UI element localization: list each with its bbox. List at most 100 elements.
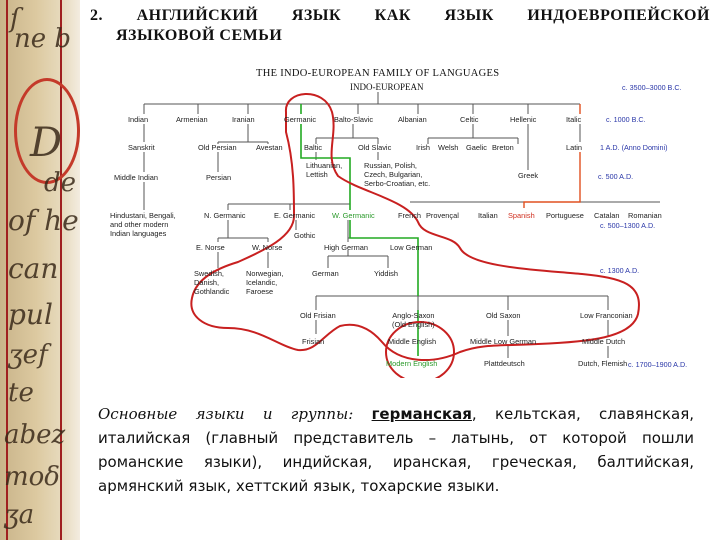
lang-spanish: Spanish: [508, 211, 535, 220]
lang-frisian: Frisian: [302, 337, 325, 346]
lang-old-saxon: Old Saxon: [486, 311, 521, 320]
description-text: Основные языки и группы: германская, кел…: [98, 402, 694, 498]
title-word: ЯЗЫК: [291, 7, 342, 24]
description-highlight: германская: [371, 405, 472, 423]
lang-swedish-group: Swedish, Danish, Gothlandic: [194, 269, 229, 296]
lang-lettish-line: Lettish: [306, 170, 328, 179]
lang-hindustani-group: Hindustani, Bengali, and other modern In…: [110, 211, 176, 238]
manuscript-script: pul: [8, 298, 53, 331]
lang-persian: Persian: [206, 173, 232, 182]
lang-e-germanic: E. Germanic: [274, 211, 316, 220]
hindustani-line-2: and other modern: [110, 220, 169, 229]
era-label: c. 500–1300 A.D.: [600, 221, 656, 230]
lang-provencal: Provençal: [426, 211, 459, 220]
lang-irish: Irish: [416, 143, 430, 152]
lang-middle-indian: Middle Indian: [114, 173, 158, 182]
lang-modern-english: Modern English: [386, 359, 438, 368]
lang-italic: Italic: [566, 115, 582, 124]
lang-germanic: Germanic: [284, 115, 317, 124]
lang-middle-dutch: Middle Dutch: [582, 337, 626, 346]
lang-slavic-languages: Russian, Polish, Czech, Bulgarian, Serbo…: [364, 161, 430, 188]
lang-lithuanian: Lithuanian, Lettish: [306, 161, 342, 179]
language-tree-figure: THE INDO-EUROPEAN FAMILY OF LANGUAGES IN…: [88, 52, 704, 378]
manuscript-script: D: [30, 120, 63, 166]
hindustani-line-3: Indian languages: [110, 229, 167, 238]
manuscript-decoration: ſ ne b D de of he can pul ʒef te abez mo…: [0, 0, 80, 540]
anglo-saxon-line: Anglo-Saxon: [392, 311, 435, 320]
title-word: ИНДОЕВРОПЕЙСКОЙ: [527, 7, 710, 24]
lang-latin: Latin: [566, 143, 583, 152]
lang-gothic: Gothic: [294, 231, 316, 240]
lang-albanian: Albanian: [398, 115, 427, 124]
lang-catalan: Catalan: [594, 211, 620, 220]
description-lead: Основные языки и группы:: [98, 405, 354, 423]
lang-n-germanic: N. Germanic: [204, 211, 246, 220]
lang-avestan: Avestan: [256, 143, 283, 152]
description-rest: , кельтская, славянская, италийская (гла…: [98, 405, 694, 495]
lang-sanskrit: Sanskrit: [128, 143, 155, 152]
faroese-line: Faroese: [246, 287, 274, 296]
manuscript-script: ſ: [10, 4, 20, 34]
lang-high-german: High German: [324, 243, 368, 252]
lang-lithuanian-line: Lithuanian,: [306, 161, 343, 170]
manuscript-script: of he: [8, 204, 79, 237]
lang-armenian: Armenian: [176, 115, 208, 124]
era-label: c. 1000 B.C.: [606, 115, 646, 124]
title-word: КАК: [374, 7, 411, 24]
lang-romanian: Romanian: [628, 211, 662, 220]
illuminated-letter-ring: [14, 78, 80, 184]
manuscript-script: moδ: [4, 462, 60, 492]
manuscript-script: ʒa: [4, 500, 35, 530]
title-word: АНГЛИЙСКИЙ: [136, 7, 259, 24]
lang-gaelic: Gaelic: [466, 143, 487, 152]
title-word: ЯЗЫК: [444, 7, 494, 24]
slavic-line-2: Czech, Bulgarian,: [364, 170, 423, 179]
margin-rule: [60, 0, 62, 540]
lang-hellenic: Hellenic: [510, 115, 537, 124]
lang-indian: Indian: [128, 115, 149, 124]
lang-old-slavic: Old Slavic: [358, 143, 392, 152]
era-label: c. 1700–1900 A.D.: [628, 360, 688, 369]
old-english-line: (Old English): [392, 320, 435, 329]
lang-german: German: [312, 269, 339, 278]
figure-title: THE INDO-EUROPEAN FAMILY OF LANGUAGES: [256, 68, 500, 79]
norwegian-line: Norwegian,: [246, 269, 284, 278]
lang-old-frisian: Old Frisian: [300, 311, 336, 320]
lang-balto-slavic: Balto-Slavic: [334, 115, 374, 124]
hindustani-line-1: Hindustani, Bengali,: [110, 211, 176, 220]
lang-plattdeutsch: Plattdeutsch: [484, 359, 525, 368]
manuscript-script: abez: [4, 420, 66, 450]
lang-iranian: Iranian: [232, 115, 255, 124]
gothlandic-line: Gothlandic: [194, 287, 230, 296]
slavic-line-1: Russian, Polish,: [364, 161, 417, 170]
lang-baltic: Baltic: [304, 143, 323, 152]
swedish-line: Swedish,: [194, 269, 224, 278]
slide-number: 2.: [90, 7, 103, 24]
manuscript-script: ne b: [14, 24, 72, 54]
manuscript-script: can: [8, 252, 59, 285]
lang-french: French: [398, 211, 422, 220]
lang-portuguese: Portuguese: [546, 211, 584, 220]
tree-lines: [143, 92, 660, 378]
lang-middle-english: Middle English: [388, 337, 437, 346]
manuscript-script: de: [44, 168, 77, 198]
tree-root: INDO-EUROPEAN: [350, 82, 424, 92]
era-label: c. 3500–3000 B.C.: [622, 83, 682, 92]
lang-e-norse: E. Norse: [196, 243, 225, 252]
era-label: 1 A.D. (Anno Domini): [600, 143, 668, 152]
lang-greek: Greek: [518, 171, 539, 180]
lang-welsh: Welsh: [438, 143, 459, 152]
manuscript-script: ʒef: [8, 340, 48, 370]
lang-italian: Italian: [478, 211, 498, 220]
icelandic-line: Icelandic,: [246, 278, 278, 287]
title-line-2: ЯЗЫКОВОЙ СЕМЬИ: [116, 27, 283, 44]
lang-yiddish: Yiddish: [374, 269, 398, 278]
lang-middle-low-german: Middle Low German: [470, 337, 537, 346]
slide-title: 2. АНГЛИЙСКИЙ ЯЗЫК КАК ЯЗЫК ИНДОЕВРОПЕЙС…: [90, 6, 710, 46]
era-label: c. 500 A.D.: [598, 172, 634, 181]
lang-dutch-flemish: Dutch, Flemish: [578, 359, 628, 368]
lang-celtic: Celtic: [460, 115, 479, 124]
era-label: c. 1300 A.D.: [600, 266, 640, 275]
lang-norwegian-group: Norwegian, Icelandic, Faroese: [246, 269, 283, 296]
lang-w-norse: W. Norse: [252, 243, 283, 252]
